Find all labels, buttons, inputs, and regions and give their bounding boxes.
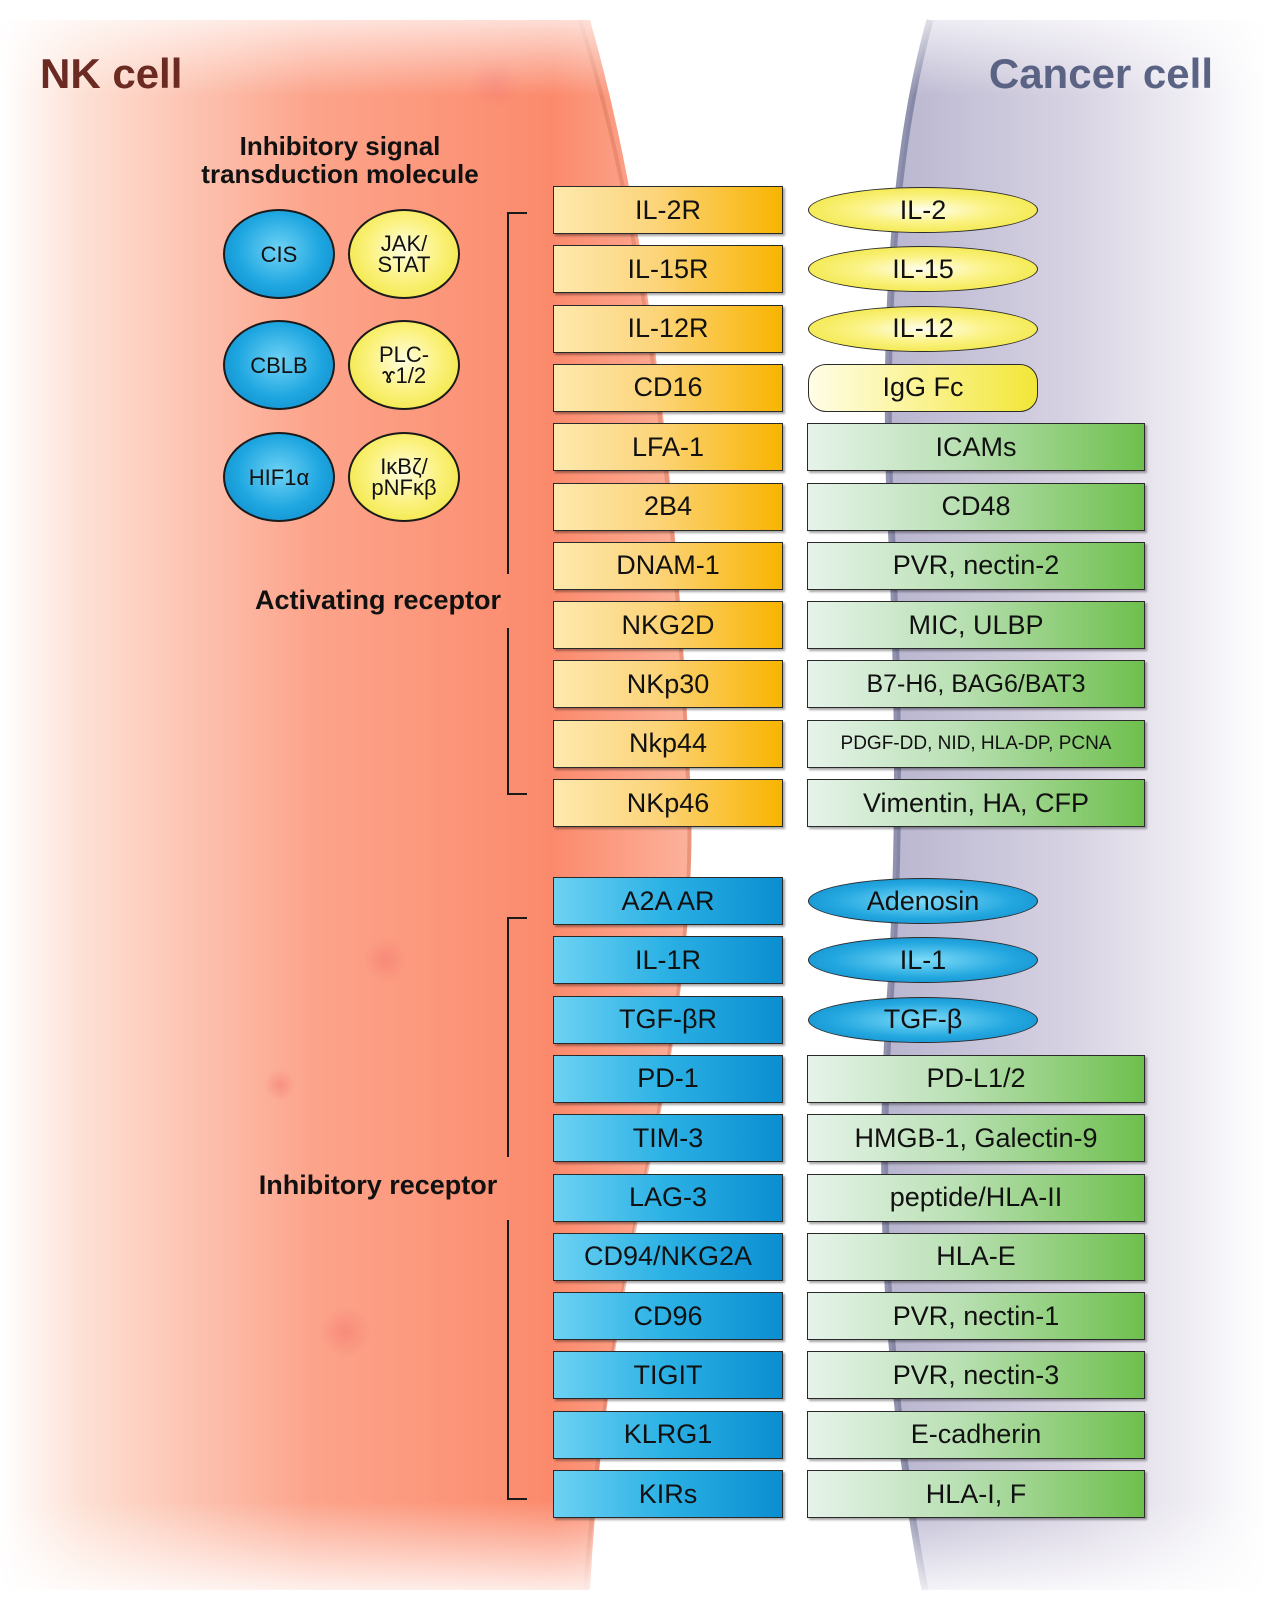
molecule-cis: CIS (223, 209, 335, 299)
ligand-il-1: IL-1 (808, 937, 1038, 984)
molecule-i-b-pnf: IκBζ/pNFκβ (348, 432, 460, 522)
receptor-il-1r: IL-1R (553, 936, 783, 985)
receptor-kirs: KIRs (553, 1470, 783, 1518)
ligand-peptide-hla-ii: peptide/HLA-II (807, 1173, 1145, 1222)
inhibitory-bracket-top (507, 917, 527, 1157)
ligand-pd-l1-2: PD-L1/2 (807, 1054, 1145, 1103)
ligand-vimentin-ha-cfp: Vimentin, HA, CFP (807, 779, 1145, 827)
receptor-il-12r: IL-12R (553, 304, 783, 353)
receptor-cd16: CD16 (553, 363, 783, 412)
ligand-pvr-nectin-3: PVR, nectin-3 (807, 1351, 1145, 1400)
ligand-tgf: TGF-β (808, 996, 1038, 1043)
activating-bracket-bottom (507, 628, 527, 795)
receptor-cd94-nkg2a: CD94/NKG2A (553, 1232, 783, 1281)
ligand-pvr-nectin-1: PVR, nectin-1 (807, 1292, 1145, 1341)
ligand-il-12: IL-12 (808, 305, 1038, 352)
receptor-tigit: TIGIT (553, 1351, 783, 1400)
ligand-mic-ulbp: MIC, ULBP (807, 601, 1145, 650)
receptor-il-15r: IL-15R (553, 245, 783, 294)
ligand-igg-fc: IgG Fc (808, 363, 1038, 412)
ligand-hla-e: HLA-E (807, 1232, 1145, 1281)
ligand-pvr-nectin-2: PVR, nectin-2 (807, 541, 1145, 590)
receptor-nkp30: NKp30 (553, 660, 783, 709)
receptor-a2a-ar: A2A AR (553, 877, 783, 925)
ligand-il-2: IL-2 (808, 187, 1038, 233)
receptor-2b4: 2B4 (553, 482, 783, 531)
ligand-hmgb-1-galectin-9: HMGB-1, Galectin-9 (807, 1114, 1145, 1163)
activating-bracket-top (507, 212, 527, 574)
receptor-lag-3: LAG-3 (553, 1173, 783, 1222)
receptor-klrg1: KLRG1 (553, 1410, 783, 1459)
nk-cell-title: NK cell (40, 50, 183, 97)
inhibitory-receptor-label: Inhibitory receptor (258, 1170, 498, 1200)
receptor-lfa-1: LFA-1 (553, 423, 783, 472)
ligand-adenosin: Adenosin (808, 878, 1038, 924)
receptor-tgf-r: TGF-βR (553, 995, 783, 1044)
ligand-b7-h6-bag6-bat3: B7-H6, BAG6/BAT3 (807, 660, 1145, 709)
inhibitory-bracket-bottom (507, 1220, 527, 1500)
ligand-icams: ICAMs (807, 423, 1145, 472)
receptor-nkp44: Nkp44 (553, 719, 783, 768)
molecule-plc-1-2: PLC-ɤ1/2 (348, 320, 460, 410)
receptor-tim-3: TIM-3 (553, 1114, 783, 1163)
activating-receptor-label: Activating receptor (254, 585, 502, 615)
receptor-il-2r: IL-2R (553, 186, 783, 234)
molecule-hif1: HIF1α (223, 432, 335, 522)
receptor-dnam-1: DNAM-1 (553, 541, 783, 590)
receptor-pd-1: PD-1 (553, 1054, 783, 1103)
ligand-cd48: CD48 (807, 482, 1145, 531)
molecule-cblb: CBLB (223, 320, 335, 410)
receptor-nkp46: NKp46 (553, 779, 783, 827)
ligand-il-15: IL-15 (808, 246, 1038, 293)
ligand-e-cadherin: E-cadherin (807, 1410, 1145, 1459)
receptor-nkg2d: NKG2D (553, 601, 783, 650)
cancer-cell-title: Cancer cell (988, 50, 1213, 97)
ligand-hla-i-f: HLA-I, F (807, 1470, 1145, 1518)
inhibitory-molecule-heading: Inhibitory signal transduction molecule (201, 131, 479, 189)
molecule-jak-stat: JAK/STAT (348, 209, 460, 299)
ligand-pdgf-dd-nid-hla-dp-pcna: PDGF-DD, NID, HLA-DP, PCNA (807, 719, 1145, 768)
receptor-cd96: CD96 (553, 1292, 783, 1341)
